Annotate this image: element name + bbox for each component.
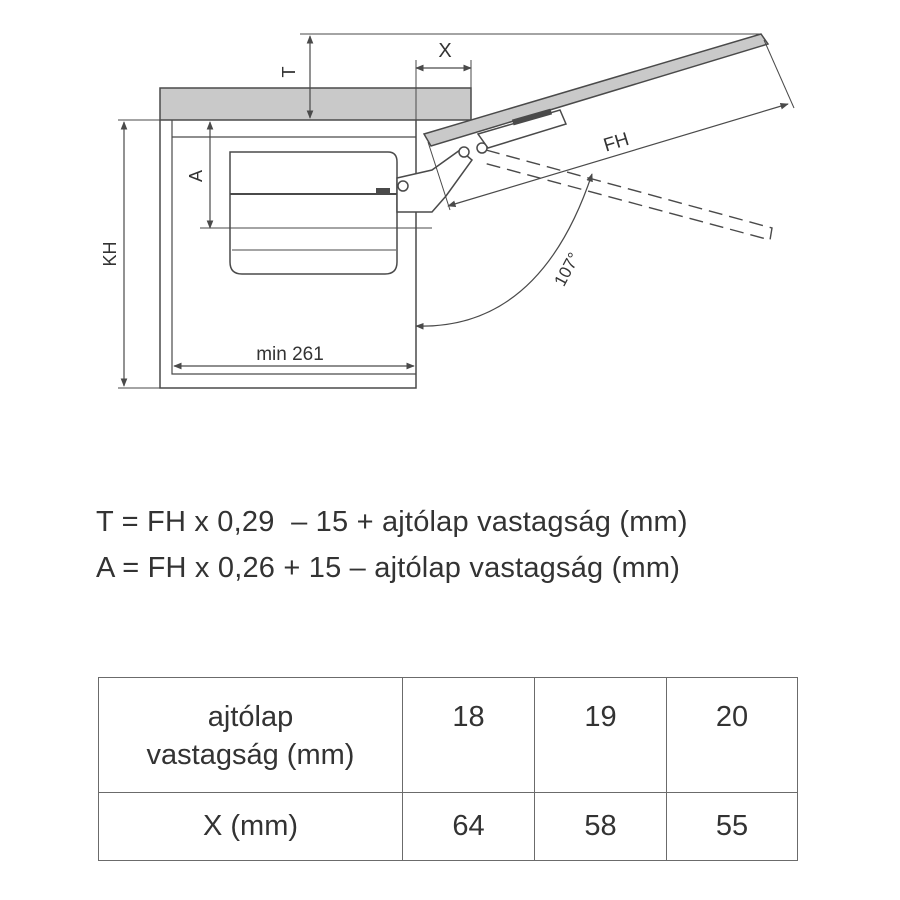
formula-a: A = FH x 0,26 + 15 – ajtólap vastagság (…: [96, 552, 681, 584]
fh-extension-top: [763, 39, 795, 109]
lever-pivot: [397, 180, 409, 192]
lever-pivot-top: [458, 146, 470, 158]
header-label-line1: ajtólap: [207, 701, 294, 733]
label-min-width: min 261: [256, 344, 324, 365]
table-header-cell: X (mm): [98, 792, 403, 861]
table-cell: 18: [402, 677, 535, 793]
opening-angle-arc: [415, 173, 593, 330]
header-label-line2: vastagság (mm): [146, 739, 355, 771]
door-panel-open: [422, 33, 770, 147]
formula-t: T = FH x 0,29 – 15 + ajtólap vastagság (…: [96, 506, 688, 538]
lift-mechanism-diagram: T X A KH min 261 FH 107°: [100, 33, 795, 389]
label-t: T: [279, 67, 299, 78]
table-cell: 20: [666, 677, 798, 793]
table-row: X (mm) 64 58 55: [98, 792, 798, 861]
lift-mechanism-screws: [376, 188, 390, 193]
label-a: A: [186, 170, 206, 182]
label-kh: KH: [100, 241, 120, 266]
table-cell: 19: [534, 677, 667, 793]
door-alternate-position: [479, 149, 773, 241]
table-row: ajtólap vastagság (mm) 18 19 20: [98, 677, 798, 793]
label-angle: 107°: [550, 249, 583, 289]
table-header-cell: ajtólap vastagság (mm): [98, 677, 403, 793]
table-cell: 55: [666, 792, 798, 861]
thickness-table: ajtólap vastagság (mm) 18 19 20 X (mm) 6…: [98, 677, 798, 861]
table-cell: 64: [402, 792, 535, 861]
cabinet-inner-wall: [171, 120, 416, 375]
label-x: X: [438, 40, 451, 62]
table-cell: 58: [534, 792, 667, 861]
cabinet-top-panel: [159, 87, 472, 121]
lift-mechanism-body: [229, 151, 398, 275]
